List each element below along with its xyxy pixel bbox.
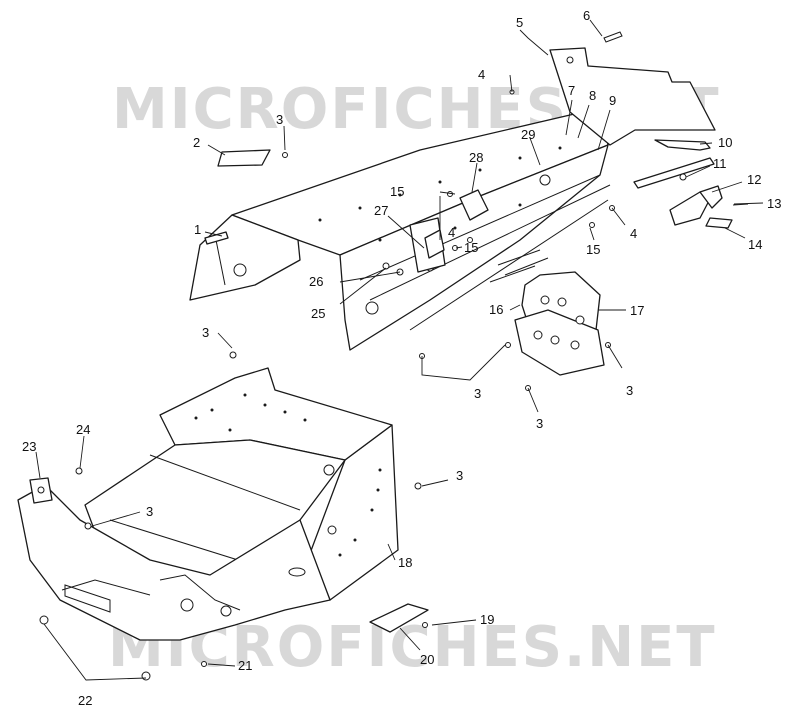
callout-3f: 3 — [456, 468, 463, 483]
callout-4a: 4 — [478, 67, 485, 82]
callout-8: 8 — [589, 88, 596, 103]
callout-5: 5 — [516, 15, 523, 30]
leader-lines — [35, 19, 764, 681]
callout-23: 23 — [22, 439, 36, 454]
rear-bumper — [633, 157, 749, 229]
callout-4c: 4 — [630, 226, 637, 241]
callout-3a: 3 — [276, 112, 283, 127]
callout-14: 14 — [748, 237, 762, 252]
callout-25: 25 — [311, 306, 325, 321]
callout-18: 18 — [398, 555, 412, 570]
callout-3c: 3 — [474, 386, 481, 401]
callout-15c: 15 — [586, 242, 600, 257]
callout-15b: 15 — [464, 240, 478, 255]
callout-21: 21 — [238, 658, 252, 673]
callout-9: 9 — [609, 93, 616, 108]
callout-11: 11 — [713, 156, 727, 171]
callout-2: 2 — [193, 135, 200, 150]
callout-15a: 15 — [390, 184, 404, 199]
center-bracket — [409, 189, 489, 273]
callout-26: 26 — [309, 274, 323, 289]
callout-20: 20 — [420, 652, 434, 667]
callout-16: 16 — [489, 302, 503, 317]
callout-22: 22 — [78, 693, 92, 708]
callout-17: 17 — [630, 303, 644, 318]
callout-4b: 4 — [448, 225, 455, 240]
callout-13: 13 — [767, 196, 781, 211]
upper-chassis — [189, 107, 611, 351]
callouts: 1 2 3 3 3 3 3 3 3 4 4 4 5 6 7 8 9 10 11 … — [22, 8, 781, 708]
plate-2 — [217, 149, 271, 167]
callout-10: 10 — [718, 135, 732, 150]
callout-3g: 3 — [146, 504, 153, 519]
callout-27: 27 — [374, 203, 388, 218]
callout-19: 19 — [480, 612, 494, 627]
callout-6: 6 — [583, 8, 590, 23]
callout-3e: 3 — [626, 383, 633, 398]
callout-12: 12 — [747, 172, 761, 187]
side-plates — [514, 271, 605, 376]
cross-brace — [654, 139, 711, 151]
callout-28: 28 — [469, 150, 483, 165]
plate-20 — [369, 603, 429, 633]
rear-bracket — [549, 31, 716, 146]
callout-1: 1 — [194, 222, 201, 237]
callout-24: 24 — [76, 422, 90, 437]
callout-7: 7 — [568, 83, 575, 98]
bottom-chassis — [17, 367, 399, 641]
callout-29: 29 — [521, 127, 535, 142]
callout-3d: 3 — [536, 416, 543, 431]
callout-3b: 3 — [202, 325, 209, 340]
